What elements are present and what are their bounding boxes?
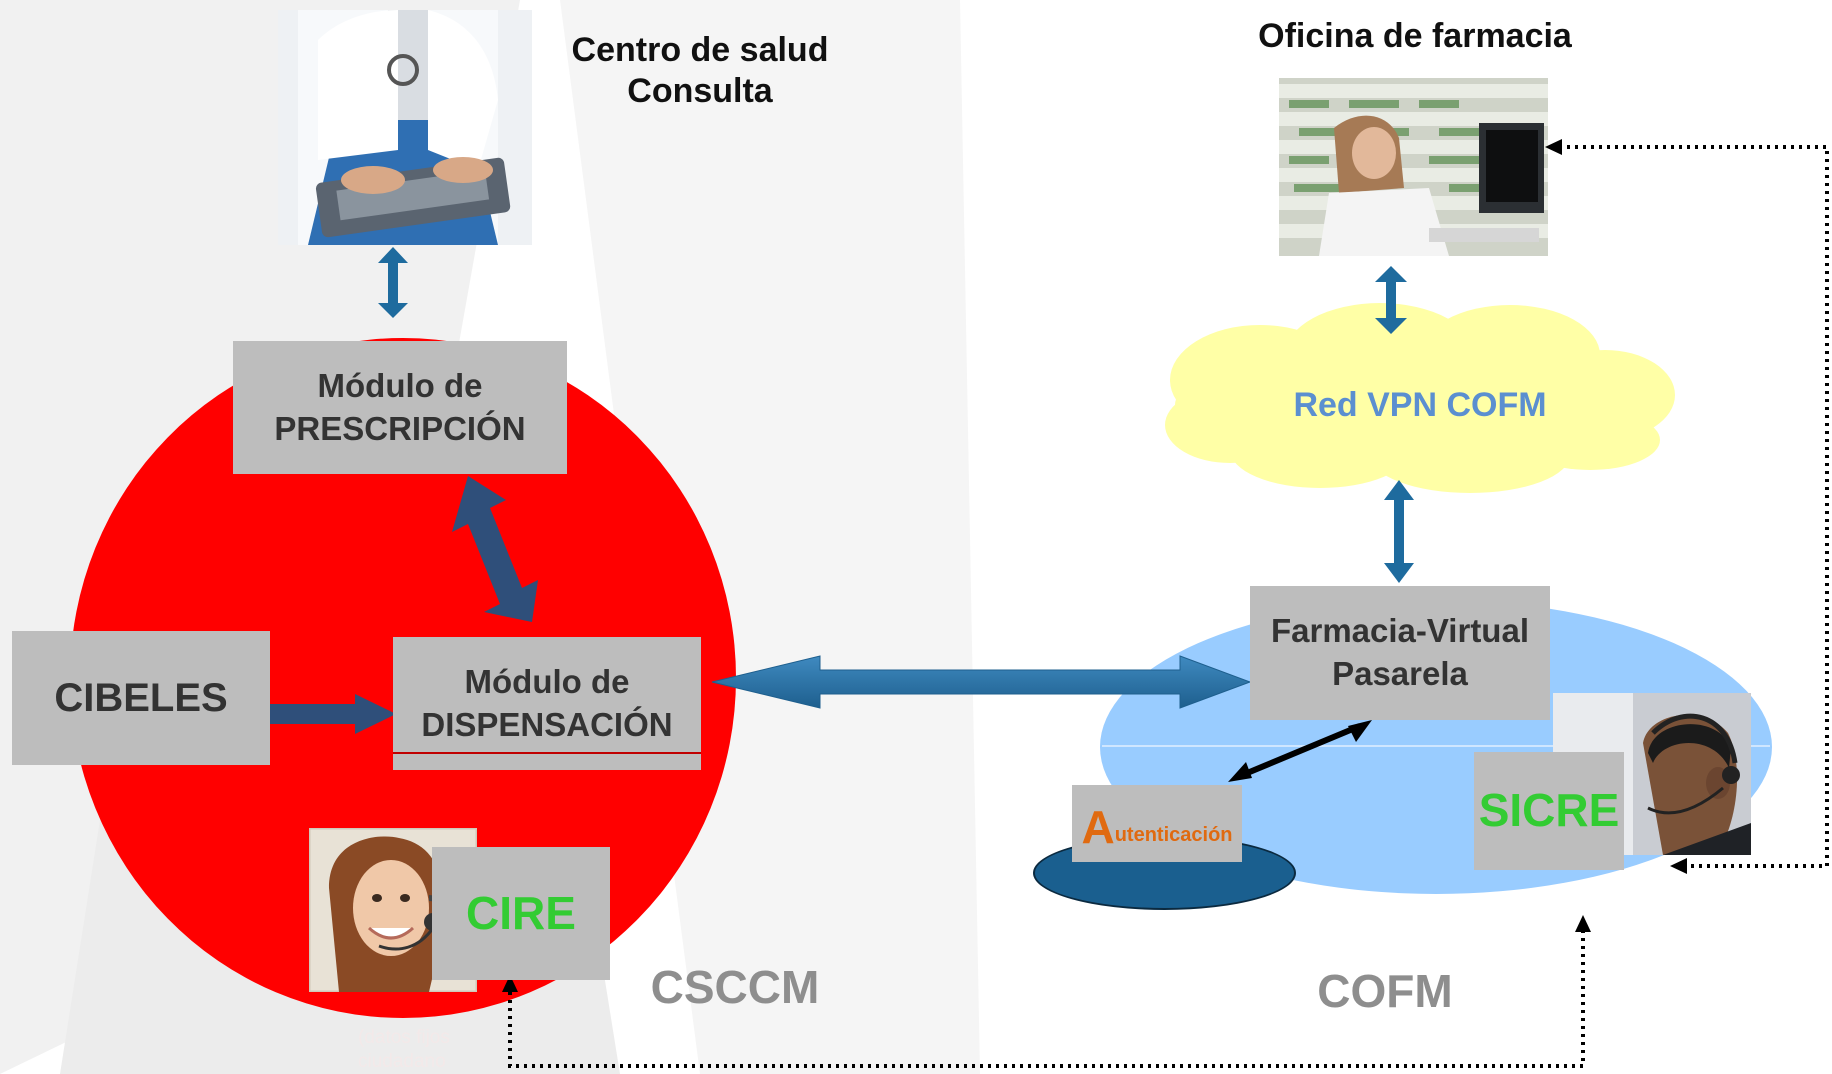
prescription-line1: Módulo de bbox=[317, 366, 483, 404]
dispensation-line1: Módulo de bbox=[464, 662, 630, 700]
prescription-module: Módulo de PRESCRIPCIÓN bbox=[233, 341, 567, 474]
doctor-photo bbox=[278, 10, 532, 245]
cofm-zone-label: COFM bbox=[1317, 965, 1453, 1017]
cire-box: CIRE bbox=[432, 847, 610, 980]
dispensation-module: Módulo de DISPENSACIÓN bbox=[393, 637, 701, 770]
csccm-zone-label: CSCCM bbox=[650, 961, 820, 1013]
cire-label: CIRE bbox=[466, 886, 576, 939]
pharmacist-photo bbox=[1279, 78, 1548, 256]
sicre-box: SICRE bbox=[1474, 752, 1624, 870]
auth-initial: A bbox=[1081, 800, 1115, 853]
faded-note-line2: ciudadano bbox=[358, 1050, 446, 1072]
health-center-line1: Centro de salud bbox=[571, 31, 829, 69]
prescription-line2: PRESCRIPCIÓN bbox=[274, 409, 526, 447]
health-center-title: Centro de salud Consulta bbox=[530, 30, 870, 112]
sicre-label: SICRE bbox=[1478, 784, 1620, 837]
vpn-label: Red VPN COFM bbox=[1293, 386, 1547, 424]
arrow-pharmacist-vpn bbox=[1375, 266, 1407, 334]
dispensation-underline bbox=[393, 752, 701, 754]
arrow-vpn-gateway bbox=[1384, 480, 1414, 583]
auth-rest: utenticación bbox=[1114, 824, 1233, 846]
cibeles-box: CIBELES bbox=[12, 631, 270, 765]
authentication-box: A utenticación bbox=[1072, 785, 1242, 862]
cofm-ellipse-line bbox=[1102, 745, 1770, 747]
dotted-sicre-pharmacist bbox=[1558, 145, 1829, 868]
faded-note-line1: (datos fijos bbox=[358, 1027, 450, 1048]
arrow-cibeles-dispensation bbox=[268, 694, 396, 734]
gateway-line2: Pasarela bbox=[1332, 655, 1468, 692]
gateway-line1: Farmacia-Virtual bbox=[1270, 612, 1529, 650]
dotted-cofm-cire bbox=[508, 930, 1585, 1068]
health-center-line2: Consulta bbox=[627, 71, 773, 110]
arrow-prescription-dispensation bbox=[452, 476, 538, 622]
sicre-operator-photo bbox=[1553, 693, 1751, 855]
pharmacy-office-title: Oficina de farmacia bbox=[1258, 17, 1572, 55]
cibeles-label: CIBELES bbox=[54, 676, 228, 720]
dispensation-line2: DISPENSACIÓN bbox=[421, 705, 673, 743]
arrow-dispensation-gateway bbox=[711, 655, 1252, 709]
faded-note: (datos fijos ciudadano bbox=[358, 1026, 498, 1074]
arrow-doctor-prescription bbox=[378, 247, 408, 318]
gateway-box: Farmacia-Virtual Pasarela bbox=[1250, 586, 1550, 720]
